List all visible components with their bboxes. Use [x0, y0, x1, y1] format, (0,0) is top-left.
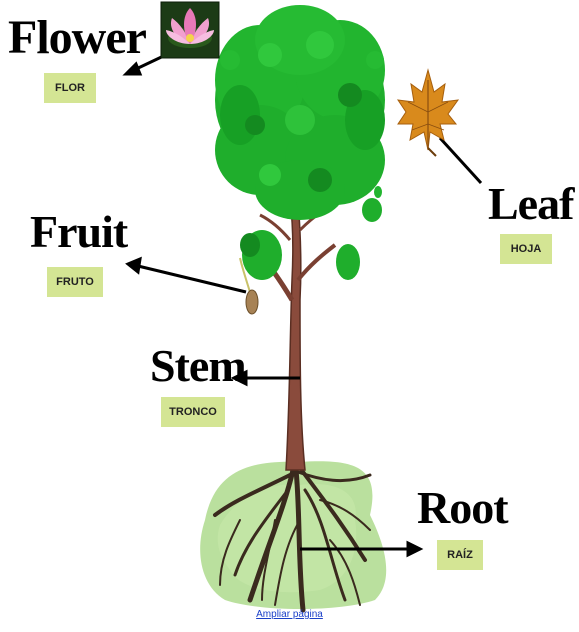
maple-leaf-icon	[398, 70, 458, 156]
stem-tag: TRONCO	[161, 397, 225, 427]
fruit-label: Fruit	[30, 209, 127, 255]
lotus-flower-icon	[161, 2, 219, 58]
flower-tag: FLOR	[44, 73, 96, 103]
leaf-label: Leaf	[488, 181, 573, 227]
root-tag: RAÍZ	[437, 540, 483, 570]
stem-label: Stem	[150, 343, 246, 389]
root-label: Root	[417, 485, 508, 531]
enlarge-page-link[interactable]: Ampliar página	[0, 609, 579, 620]
leaf-tag: HOJA	[500, 234, 552, 264]
flower-label: Flower	[8, 14, 146, 62]
fruit-tag: FRUTO	[47, 267, 103, 297]
fruit-arrow	[138, 266, 246, 292]
leaf-arrow	[440, 138, 481, 183]
